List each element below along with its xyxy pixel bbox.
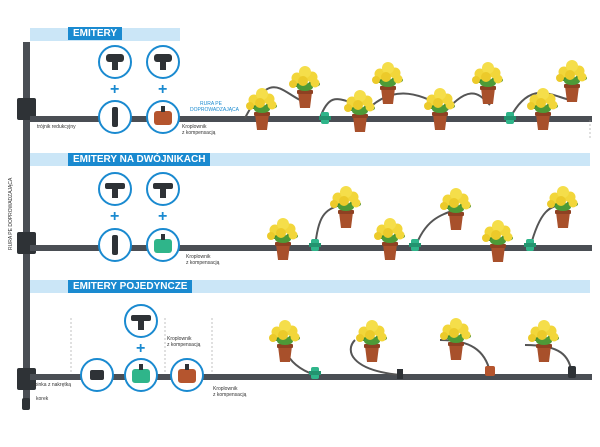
dripper-brown-icon <box>154 106 172 125</box>
section-title-emitery-pojedyncze: EMITERY POJEDYNCZE <box>68 280 193 293</box>
barb-connector-icon <box>112 235 118 255</box>
barb-connector-circle <box>98 228 132 262</box>
plant <box>528 320 559 362</box>
dripper-brown-circle <box>146 100 180 134</box>
kompensacja-label-4: z kompensacją <box>213 392 247 398</box>
barb-connector-circle <box>80 358 114 392</box>
plus-icon: + <box>110 81 120 98</box>
emitter-head-icon <box>106 54 124 70</box>
plant <box>344 90 375 132</box>
tee-emitter-icon <box>153 183 173 198</box>
kompensacja-label-3: z kompensacją <box>167 342 201 348</box>
dripper-brown-icon <box>178 364 196 383</box>
plant <box>440 318 471 360</box>
barb-connector-circle <box>98 100 132 134</box>
plus-icon: + <box>136 340 146 357</box>
rura-pe-label: rura pe <box>200 101 222 107</box>
dripper-green-icon <box>132 364 150 383</box>
dripper-brown-circle <box>170 358 204 392</box>
plus-icon: + <box>158 208 168 225</box>
kroplownik-label-1: Kroplownik <box>182 124 207 130</box>
plant <box>472 62 503 104</box>
plant <box>424 88 455 130</box>
pipe-row-1 <box>30 116 592 122</box>
plant <box>482 220 513 262</box>
kroplownik-label-3: Kroplownik <box>167 336 192 342</box>
emitter-head-icon <box>154 54 172 70</box>
plant <box>356 320 387 362</box>
dripper-green-circle <box>146 228 180 262</box>
plant <box>289 66 320 108</box>
tee-emitter-icon <box>105 183 125 198</box>
section-title-emitery-na-dwojnikach: EMITERY NA DWÓJNIKACH <box>68 153 211 166</box>
plant <box>374 218 405 260</box>
kroplownik-label-2: Kroplownik <box>186 254 211 260</box>
plant <box>267 218 298 260</box>
korek-label: korek <box>36 396 49 402</box>
plant <box>372 62 403 104</box>
trojnik-label: trójnik redukcyjny <box>37 124 76 130</box>
plant <box>547 186 578 228</box>
plant <box>440 188 471 230</box>
plant <box>246 88 277 130</box>
supply-pipe <box>23 42 30 402</box>
plus-icon: + <box>158 81 168 98</box>
section-title-emitery: EMITERY <box>68 27 123 40</box>
vertical-pipe-label: RURA PE DOPROWADZAJĄCA <box>8 177 14 250</box>
emitter-head-circle <box>146 45 180 79</box>
plant <box>269 320 300 362</box>
barb-connector-icon <box>90 370 104 380</box>
tee-emitter-circle <box>98 172 132 206</box>
tee-emitter-circle <box>124 304 158 338</box>
dripper-green-icon <box>154 234 172 253</box>
emitter-head-circle <box>98 45 132 79</box>
barb-connector-icon <box>112 107 118 127</box>
plant <box>556 60 587 102</box>
end-cap <box>22 398 30 410</box>
plus-icon: + <box>110 208 120 225</box>
doprowadzajaca-label: doprowadzająca <box>190 107 239 113</box>
tee-emitter-icon <box>131 315 151 330</box>
kroplownik-label-4: Kroplownik <box>213 386 238 392</box>
kompensacja-label-2: z kompensacją <box>186 260 220 266</box>
dripper-green-circle <box>124 358 158 392</box>
tee-emitter-circle <box>146 172 180 206</box>
wpinka-label: wpinka z nakrętką <box>31 382 72 388</box>
kompensacja-label-1: z kompensacją <box>182 130 216 136</box>
plant <box>330 186 361 228</box>
